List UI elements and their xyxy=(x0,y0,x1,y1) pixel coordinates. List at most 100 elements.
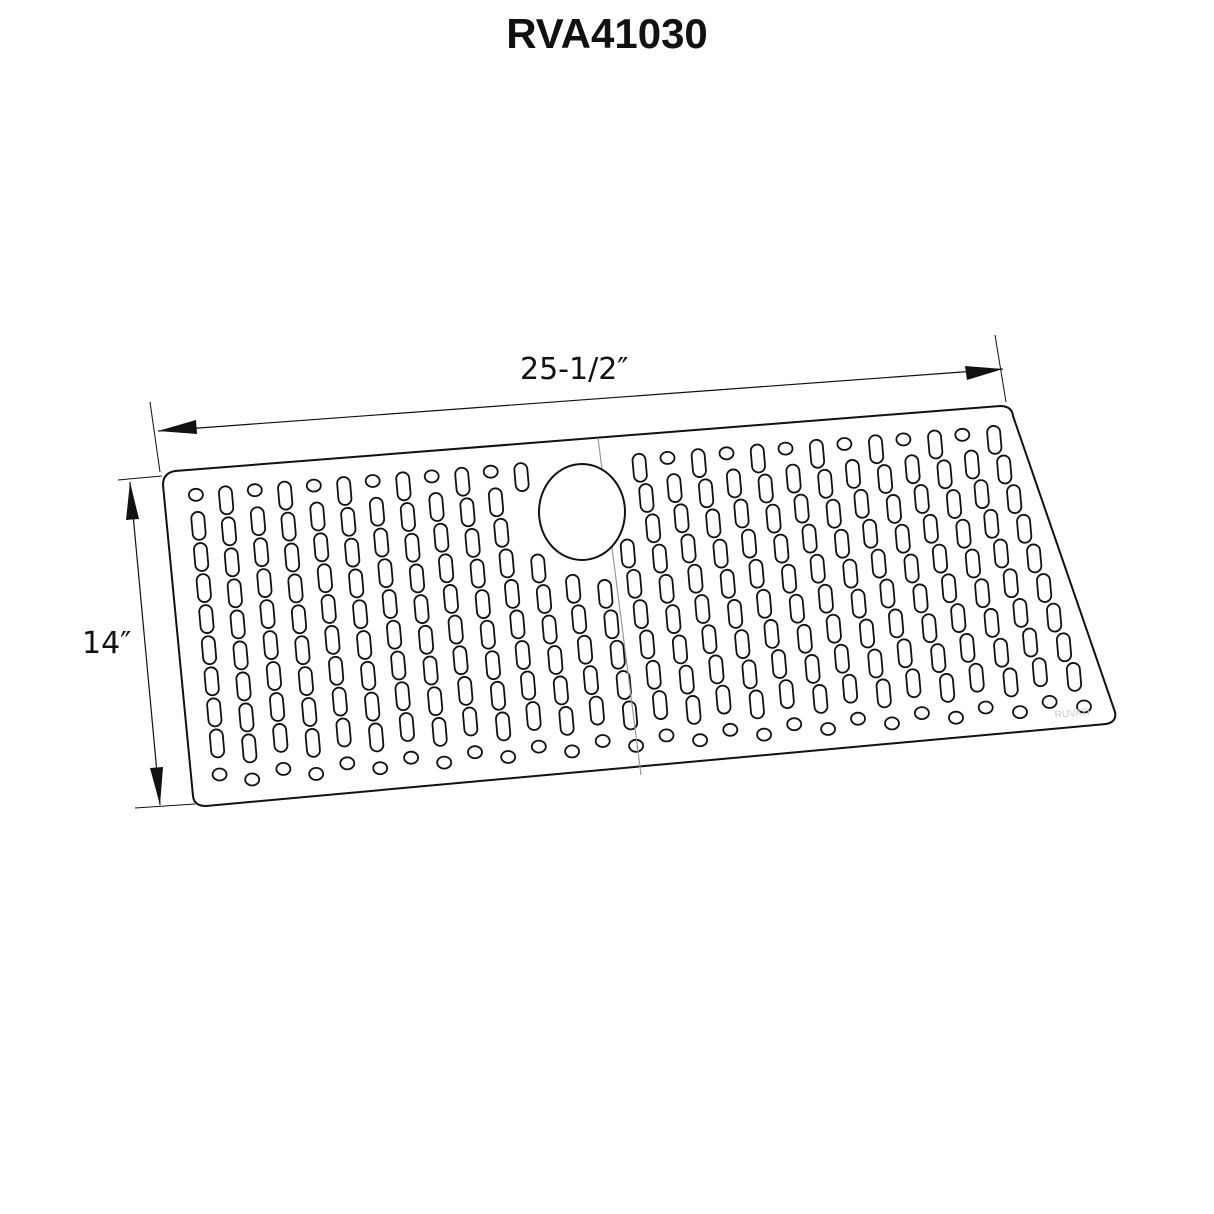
mat-slot-hole xyxy=(833,528,851,559)
mat-slot-hole xyxy=(269,692,286,722)
mat-slot-hole xyxy=(631,452,648,483)
mat-slot-hole xyxy=(352,599,369,630)
mat-slot-hole xyxy=(1036,573,1053,603)
mat-slot-hole xyxy=(1002,568,1019,599)
mat-slot-hole xyxy=(853,488,870,519)
mat-slot-hole xyxy=(200,635,218,666)
mat-slot-hole xyxy=(428,492,445,522)
mat-slot-hole xyxy=(513,462,530,492)
mat-slot-hole xyxy=(964,548,981,579)
mat-slot-hole xyxy=(788,593,805,624)
mat-slot-hole xyxy=(749,443,766,474)
mat-slot-hole xyxy=(626,568,643,599)
mat-slot-hole xyxy=(190,511,207,541)
mat-slot-hole xyxy=(825,498,842,529)
mat-round-hole xyxy=(364,474,381,488)
mat-slot-hole xyxy=(287,573,304,604)
mat-round-hole xyxy=(977,700,994,715)
mat-slot-hole xyxy=(320,594,337,624)
mat-slot-hole xyxy=(804,654,821,684)
mat-slot-hole xyxy=(474,589,491,619)
mat-round-hole xyxy=(594,734,611,748)
mat-round-hole xyxy=(659,450,676,465)
mat-slot-hole xyxy=(996,454,1013,485)
mat-round-hole xyxy=(211,767,228,782)
mat-slot-hole xyxy=(812,684,829,714)
mat-slot-hole xyxy=(727,599,744,629)
mat-slot-hole xyxy=(645,513,662,544)
arrowhead-bottom xyxy=(150,767,163,805)
mat-slot-hole xyxy=(395,471,412,502)
mat-slot-hole xyxy=(858,618,876,649)
mat-round-hole xyxy=(948,710,964,725)
width-dimension-line xyxy=(157,368,1004,432)
mat-slot-hole xyxy=(364,691,381,722)
mat-slot-hole xyxy=(809,553,826,584)
mat-slot-hole xyxy=(687,563,704,594)
mat-slot-hole xyxy=(841,673,859,704)
mat-round-hole xyxy=(895,432,912,447)
mat-slot-hole xyxy=(272,723,289,753)
width-extension-right xyxy=(994,334,1007,403)
mat-round-hole xyxy=(500,750,517,764)
mat-round-hole xyxy=(275,762,292,776)
mat-slot-hole xyxy=(875,678,892,709)
mat-slot-hole xyxy=(879,578,896,609)
mat-slot-hole xyxy=(778,679,795,709)
mat-slot-hole xyxy=(651,543,668,574)
mat-slot-hole xyxy=(381,589,398,619)
mat-slot-hole xyxy=(344,537,361,568)
mat-slot-hole xyxy=(896,638,913,669)
mat-slot-hole xyxy=(785,463,802,494)
mat-slot-hole xyxy=(796,623,813,654)
mat-slot-hole xyxy=(974,578,991,609)
mat-slot-hole xyxy=(712,538,729,569)
mat-slot-hole xyxy=(1022,627,1039,658)
mat-slot-hole xyxy=(301,697,318,727)
mat-slot-hole xyxy=(922,513,939,544)
mat-slot-hole xyxy=(868,434,885,465)
mat-slot-hole xyxy=(673,503,690,534)
mat-slot-hole xyxy=(226,578,243,609)
mat-slot-hole xyxy=(495,711,512,742)
mat-slot-hole xyxy=(825,613,842,644)
mat-slot-hole xyxy=(294,635,311,666)
mat-slot-hole xyxy=(748,689,765,720)
mat-slot-hole xyxy=(335,717,352,748)
mat-slot-hole xyxy=(198,604,215,634)
mat-slot-hole xyxy=(930,643,947,673)
mat-slot-hole xyxy=(1016,513,1033,544)
mat-slot-hole xyxy=(377,558,394,589)
mat-slot-hole xyxy=(422,655,439,686)
mat-slot-hole xyxy=(582,665,599,695)
mat-slot-hole xyxy=(888,608,905,639)
mat-slot-hole xyxy=(817,583,834,614)
mat-round-hole xyxy=(1012,705,1028,719)
mat-slot-hole xyxy=(867,648,884,679)
mat-slot-hole xyxy=(525,701,542,731)
mat-slot-hole xyxy=(801,523,818,554)
mat-slot-hole xyxy=(597,579,614,609)
mat-slot-hole xyxy=(280,511,297,542)
height-dimension-line xyxy=(129,481,161,806)
mat-slot-hole xyxy=(671,634,689,665)
mat-slot-hole xyxy=(705,508,722,539)
mat-slot-hole xyxy=(701,624,718,655)
mat-slot-hole xyxy=(195,573,212,603)
mat-slot-hole xyxy=(993,538,1010,569)
mat-slot-hole xyxy=(936,459,953,490)
mat-slot-hole xyxy=(621,700,639,731)
mat-slot-hole xyxy=(447,614,464,645)
height-label: 14″ xyxy=(82,626,132,661)
mat-slot-hole xyxy=(235,671,252,702)
mat-slot-hole xyxy=(316,563,333,594)
mat-round-hole xyxy=(756,727,772,742)
mat-slot-hole xyxy=(249,506,267,537)
mat-slot-hole xyxy=(658,573,675,604)
mat-slot-hole xyxy=(433,522,450,553)
mat-slot-hole xyxy=(297,666,314,696)
mat-slot-hole xyxy=(645,659,662,690)
mat-round-hole xyxy=(628,738,644,753)
